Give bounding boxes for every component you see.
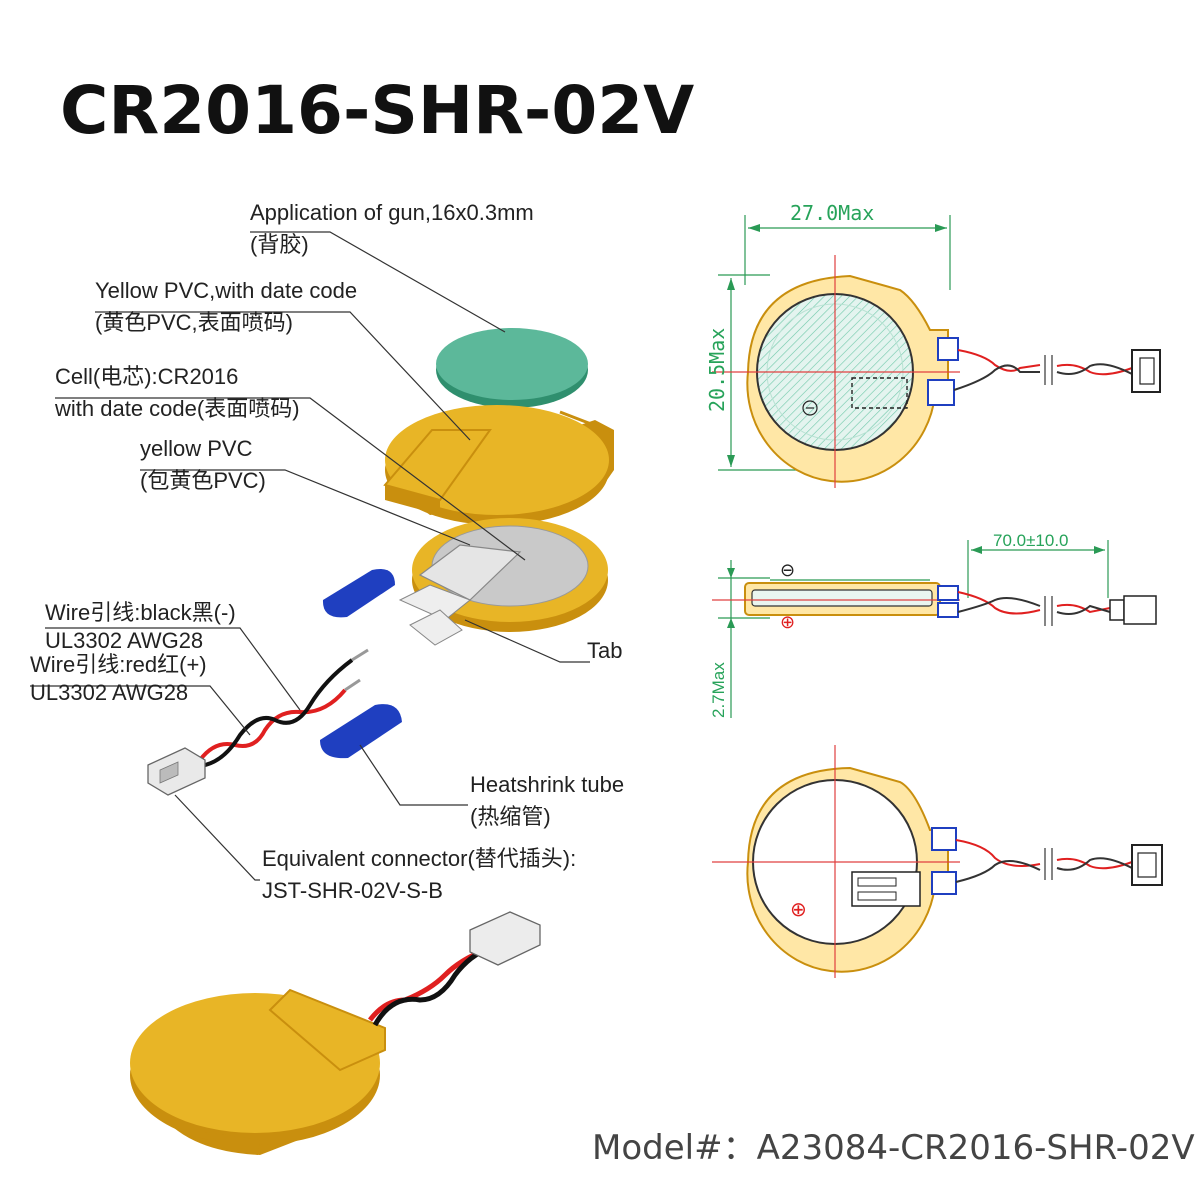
dim-width: 27.0Max [790,201,874,225]
label-wire-red-2: UL3302 AWG28 [30,680,188,705]
label-tab: Tab [587,638,622,663]
adhesive-disc [436,328,588,408]
page-title: CR2016-SHR-02V [60,72,695,149]
connector-exploded [147,747,206,796]
yellow-pvc-top [383,405,614,525]
label-pvc-top-1: Yellow PVC,with date code [95,278,357,303]
label-adhesive-1: Application of gun,16x0.3mm [250,200,534,225]
side-minus-symbol: ⊖ [780,560,795,581]
dim-wire-length: 70.0±10.0 [993,531,1069,550]
label-yellow-pvc-1: yellow PVC [140,436,253,461]
bottom-plus-symbol: ⊕ [790,897,807,921]
model-number: Model#：A23084-CR2016-SHR-02V [592,1128,1195,1168]
side-view-drawing [712,540,1157,718]
bottom-view-drawing [712,745,1163,978]
heatshrink-upper [322,569,395,618]
label-pvc-top-2: (黄色PVC,表面喷码) [95,310,293,335]
side-plus-symbol: ⊕ [780,612,795,633]
label-connector-1: Equivalent connector(替代插头): [262,846,576,871]
label-adhesive-2: (背胶) [250,232,309,257]
label-wire-red-1: Wire引线:red红(+) [30,652,207,677]
dim-height: 20.5Max [705,328,729,412]
label-heatshrink-2: (热缩管) [470,804,551,829]
twisted-wires-exploded [198,648,369,767]
cell-assembly [398,518,608,646]
label-heatshrink-1: Heatshrink tube [470,772,624,797]
label-wire-black-2: UL3302 AWG28 [45,628,203,653]
label-cell-1: Cell(电芯):CR2016 [55,364,238,389]
heatshrink-lower [320,704,402,759]
label-cell-2: with date code(表面喷码) [54,396,300,421]
label-yellow-pvc-2: (包黄色PVC) [140,468,266,493]
label-wire-black-1: Wire引线:black黑(-) [45,600,236,625]
dim-thickness: 2.7Max [709,662,728,718]
leader-lines [30,231,590,881]
top-view-drawing [712,215,1161,488]
label-connector-2: JST-SHR-02V-S-B [262,878,443,903]
assembled-battery [130,911,541,1155]
